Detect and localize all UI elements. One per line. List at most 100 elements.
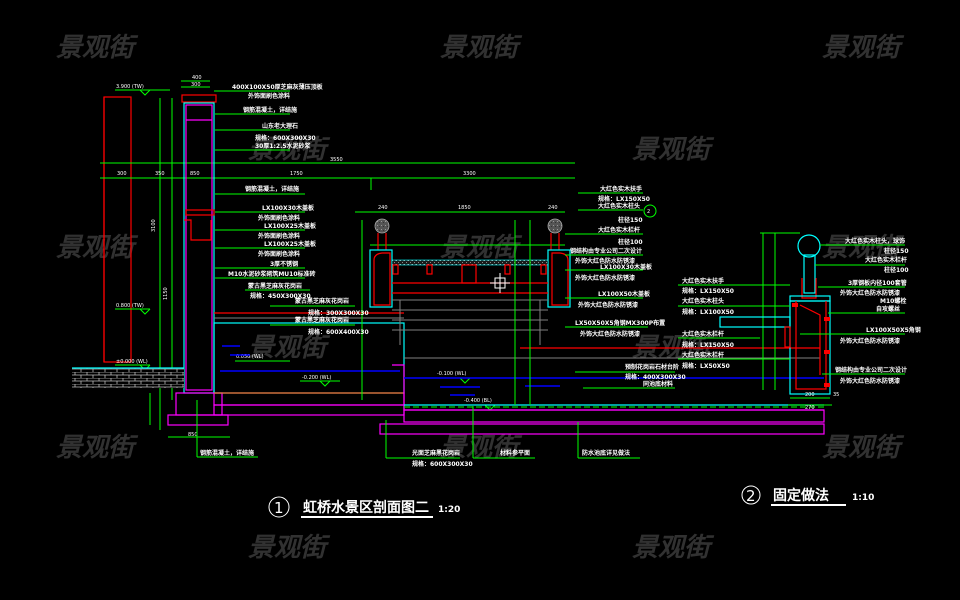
retaining-wall — [183, 102, 215, 394]
detail-callout-2[interactable] — [643, 204, 657, 218]
annotations-left: 400X100X50厚芝麻灰薄压顶板 外饰面刷色涂料 钢筋混凝土，详结施 山东老… — [214, 83, 369, 336]
section-drawing-1: 3.900 (TW) 0.800 (TW) ±0.000 (WL) 0.050 … — [72, 75, 825, 518]
drawing-title: 虹桥水景区剖面图二 — [303, 499, 429, 516]
annotation: 规格：600X300X30 — [412, 460, 473, 468]
annotation: 蒙古黑芝麻灰花岗岩 — [248, 282, 302, 290]
dim-label: 400 — [192, 75, 202, 81]
annotation: 规格：400X300X30 — [625, 373, 686, 381]
annotation: 柱径150 — [618, 216, 643, 224]
watermark: 景观街 — [822, 33, 905, 63]
annotation: 大红色实木扶手 — [682, 277, 724, 285]
watermark: 景观街 — [248, 333, 331, 363]
detail-annotations-left: 大红色实木扶手 规格：LX150X50 大红色实木柱头 规格：LX100X50 … — [678, 277, 790, 370]
annotation: 外饰大红色防水防锈漆 — [839, 289, 900, 297]
annotation: 外饰大红色防水防锈漆 — [577, 301, 638, 309]
annotation: 外饰大红色防水防锈漆 — [839, 377, 900, 385]
watermark: 景观街 — [632, 135, 715, 165]
annotation: 外饰大红色防水防锈漆 — [574, 257, 635, 265]
level-label: 0.050 (WL) — [236, 354, 264, 360]
drawing-title-2: 2 固定做法 1:10 — [741, 485, 874, 506]
watermark: 景观街 — [632, 533, 715, 563]
detail-callout-number: 2 — [647, 209, 650, 215]
annotation: LX100X30木盖板 — [262, 204, 315, 212]
annotation: LX100X25木盖板 — [264, 240, 317, 248]
annotation: 自攻螺丝 — [876, 305, 900, 313]
dim-label: 300 — [117, 171, 127, 177]
annotation: 柱径100 — [618, 238, 643, 246]
annotation: 钢筋混凝土，详结施 — [200, 449, 254, 457]
bridge-deck — [391, 259, 549, 266]
watermark: 景观街 — [56, 33, 139, 63]
post-ball — [374, 218, 390, 234]
annotation: 规格：450X300X30 — [250, 292, 311, 300]
level-label: 3.900 (TW) — [116, 84, 144, 90]
drawing-number-circle — [741, 485, 761, 505]
annotation: 规格：LX100X50 — [682, 308, 734, 316]
annotation: 蒙古黑芝麻灰花岗岩 — [295, 297, 349, 305]
annotation: 钢筋混凝土，详结施 — [245, 185, 299, 193]
annotations-right: 大红色实木扶手 规格：LX150X50 大红色实木柱头 2 柱径150 大红色实… — [565, 185, 686, 389]
annotation: 3厚不锈钢 — [270, 260, 298, 268]
annotation: 外饰面刷色涂料 — [257, 232, 300, 240]
handrail — [719, 316, 791, 328]
annotation: 大红色实木栏杆 — [682, 330, 724, 338]
dim-label: 850 — [190, 171, 200, 177]
level-marks: 3.900 (TW) 0.800 (TW) ±0.000 (WL) 0.050 … — [115, 84, 500, 411]
annotation: 钢筋混凝土，详结施 — [243, 106, 297, 114]
annotation: 同池底材料 — [643, 380, 673, 388]
dim-label: 1750 — [290, 171, 303, 177]
bridge-post-left — [369, 249, 393, 308]
dim-label: 850 — [188, 432, 198, 438]
annotation: LX100X30木盖板 — [600, 263, 653, 271]
dim-label: 1850 — [458, 205, 471, 211]
watermark: 景观街 — [822, 233, 905, 263]
annotation: M10水泥砂浆砌筑MU10标准砖 — [228, 270, 316, 278]
annotation: LX100X50X5角钢 — [866, 326, 921, 334]
footing-gravel — [167, 414, 229, 426]
annotations-bottom: 钢筋混凝土，详结施 光面芝麻黑花岗岩 规格：600X300X30 材料参平面 防… — [196, 400, 640, 468]
annotation: LX100X25木盖板 — [264, 222, 317, 230]
crosshair-cursor — [490, 273, 510, 293]
annotation: M10螺栓 — [880, 297, 906, 305]
annotation: 外饰大红色防水防锈漆 — [574, 274, 635, 282]
annotation: 蒙古黑芝麻灰花岗岩 — [295, 316, 349, 324]
watermark: 景观街 — [822, 433, 905, 463]
dim-label: 200 — [805, 392, 815, 398]
annotation: 规格：600X400X30 — [308, 328, 369, 336]
annotation: 大红色实木柱头，球饰 — [845, 237, 905, 245]
drawing-scale: 1:20 — [438, 505, 460, 515]
annotation: 外饰面刷色涂料 — [257, 250, 300, 258]
detail-drawing-2: 200 270 35 大红色实木扶手 规格：LX150X50 大红色实木柱头 规… — [678, 232, 921, 506]
detail-annotations-right: 大红色实木柱头，球饰 柱径150 大红色实木栏杆 柱径100 3厚钢板内径100… — [800, 237, 921, 385]
coping-stone — [181, 94, 217, 103]
bridge-section: 240 1850 240 — [355, 205, 571, 405]
annotation: 规格：LX150X50 — [598, 195, 650, 203]
level-label: 0.800 (TW) — [116, 303, 144, 309]
level-label: -0.100 (WL) — [437, 371, 466, 377]
baluster — [803, 254, 816, 294]
watermark: 景观街 — [440, 233, 523, 263]
dim-label: 270 — [805, 405, 815, 411]
annotation: LX100X50木盖板 — [598, 290, 651, 298]
level-label: -0.400 (BL) — [464, 398, 492, 404]
watermark: 景观街 — [248, 533, 331, 563]
dim-label: 300 — [191, 82, 201, 88]
watermark: 景观街 — [56, 433, 139, 463]
paving-ground — [72, 368, 184, 388]
dim-label: 3550 — [330, 157, 343, 163]
post-ball-finial — [797, 234, 821, 258]
annotation: 400X100X50厚芝麻灰薄压顶板 — [232, 83, 324, 91]
dim-label: 1150 — [163, 287, 169, 300]
watermark: 景观街 — [56, 233, 139, 263]
dim-label: 240 — [378, 205, 388, 211]
drawing-number: 1 — [274, 499, 284, 517]
annotation: 规格：300X300X30 — [308, 309, 369, 317]
dim-label: 3100 — [151, 219, 157, 232]
annotation: 大红色实木栏杆 — [682, 351, 724, 359]
annotation: 大红色实木柱头 — [598, 202, 640, 210]
drawing-number-circle — [268, 496, 290, 518]
drawing-number: 2 — [746, 487, 756, 505]
annotation: 规格：LX150X50 — [682, 287, 734, 295]
annotation: 大红色实木柱头 — [682, 297, 724, 305]
dim-label: 350 — [155, 171, 165, 177]
